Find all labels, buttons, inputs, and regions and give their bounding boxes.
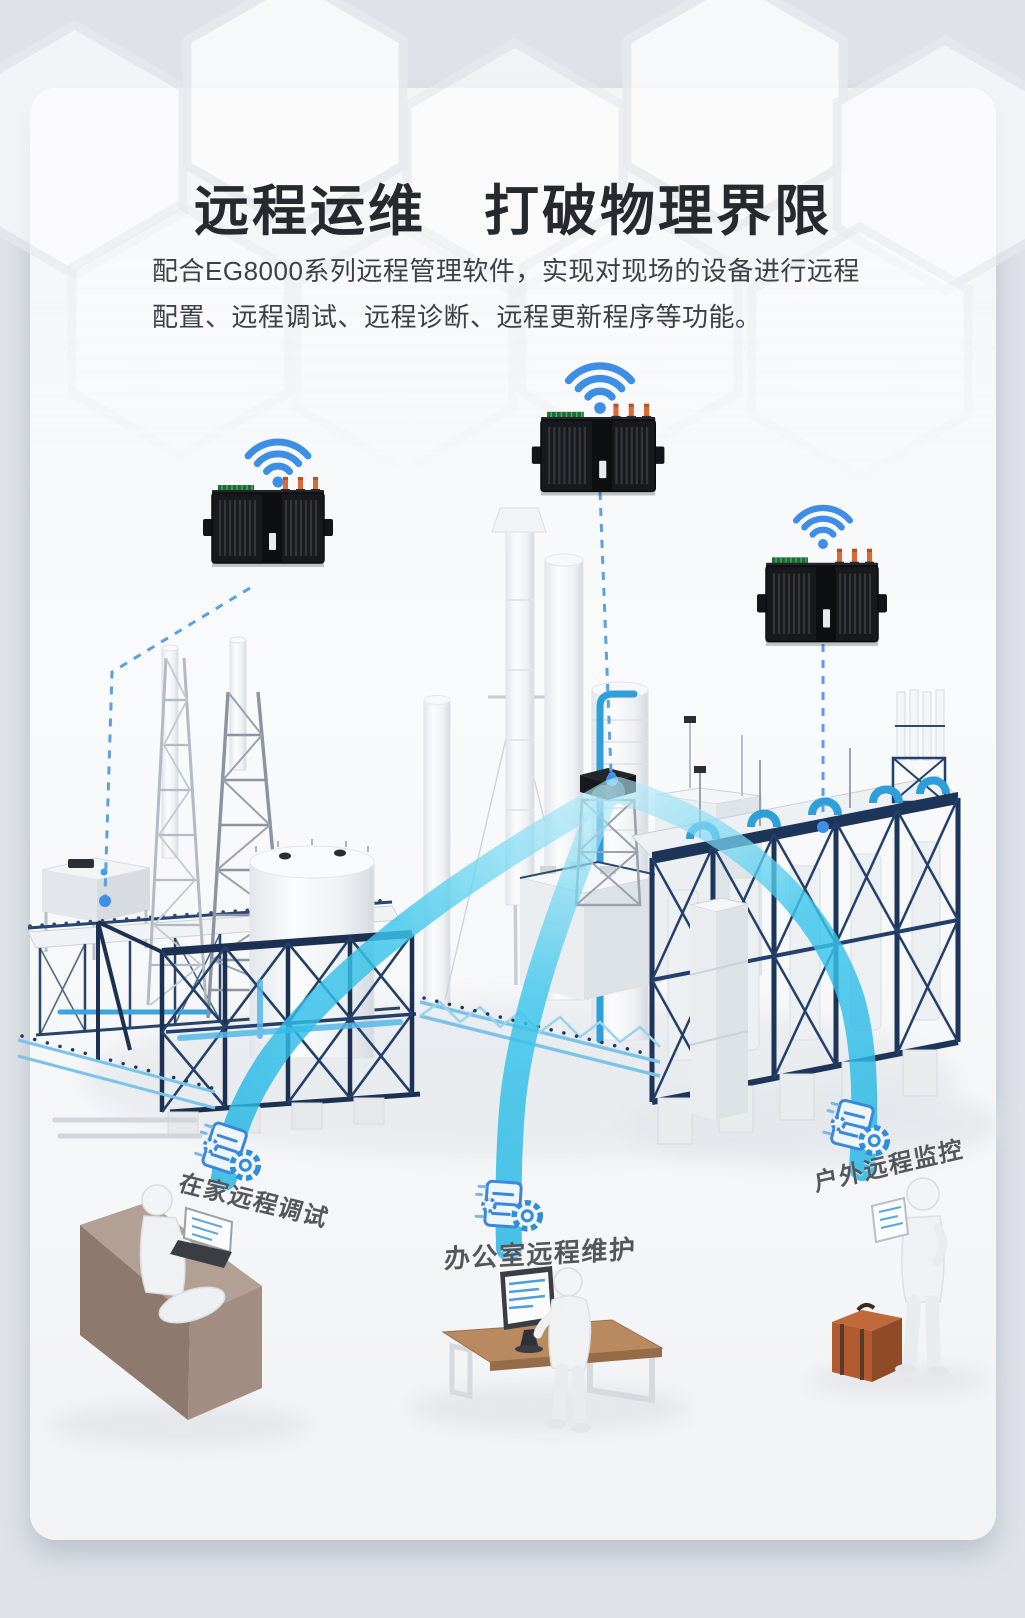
home-user-figure xyxy=(48,1184,312,1447)
outdoor-user-figure xyxy=(806,1177,990,1397)
network-dashed-line xyxy=(103,586,251,896)
lattice-tower-far xyxy=(146,644,208,1006)
gateway-device-top xyxy=(530,402,666,497)
gateway-device-right xyxy=(755,547,889,648)
page-title: 远程运维 打破物理界限 xyxy=(193,180,832,242)
gateway-device-left xyxy=(201,475,335,569)
gear-sync-icon xyxy=(474,1180,542,1229)
pipe-walkways xyxy=(17,996,661,1139)
wifi-icon xyxy=(796,508,850,549)
office-user-figure xyxy=(408,1266,692,1433)
hexagon-pattern xyxy=(0,0,1025,510)
left-substation xyxy=(41,857,151,960)
tablet xyxy=(870,1196,910,1244)
front-box-tower xyxy=(689,897,749,1120)
suitcase xyxy=(832,1303,902,1382)
page-subtitle: 配合EG8000系列远程管理软件，实现对现场的设备进行远程配置、远程调试、远程诊… xyxy=(152,256,860,332)
